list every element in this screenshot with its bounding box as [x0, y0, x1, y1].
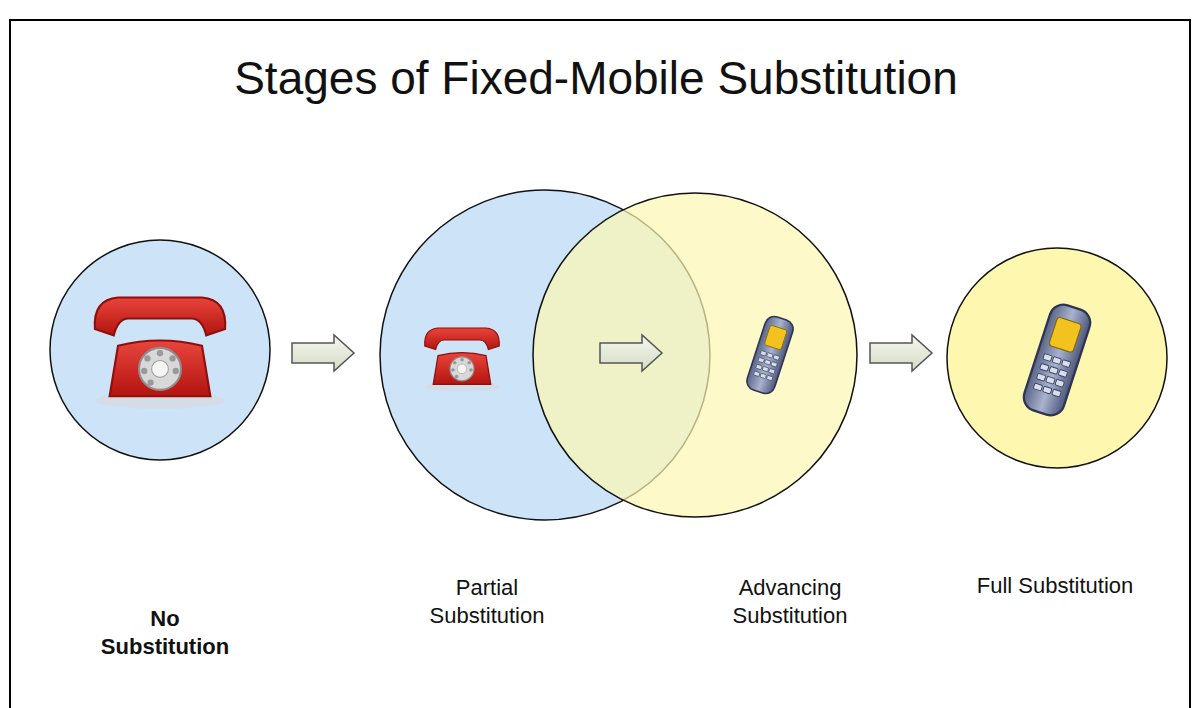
frame	[10, 20, 1190, 708]
stage-label: Full Substitution	[975, 572, 1135, 600]
block-arrow	[292, 335, 354, 371]
stage-label: Partial Substitution	[407, 574, 567, 630]
advancing-circle	[533, 193, 857, 517]
landline-circle	[50, 240, 270, 460]
stage-label: No Substitution	[85, 605, 245, 661]
block-arrow	[870, 335, 932, 371]
stage-label: Advancing Substitution	[710, 574, 870, 630]
landline-phone	[95, 298, 226, 409]
mobile-circle	[947, 248, 1167, 468]
landline-phone	[425, 328, 500, 392]
mobile-phone	[744, 314, 795, 396]
mobile-phone	[1020, 301, 1093, 419]
diagram-title: Stages of Fixed-Mobile Substitution	[0, 50, 1192, 106]
block-arrow	[600, 335, 662, 371]
